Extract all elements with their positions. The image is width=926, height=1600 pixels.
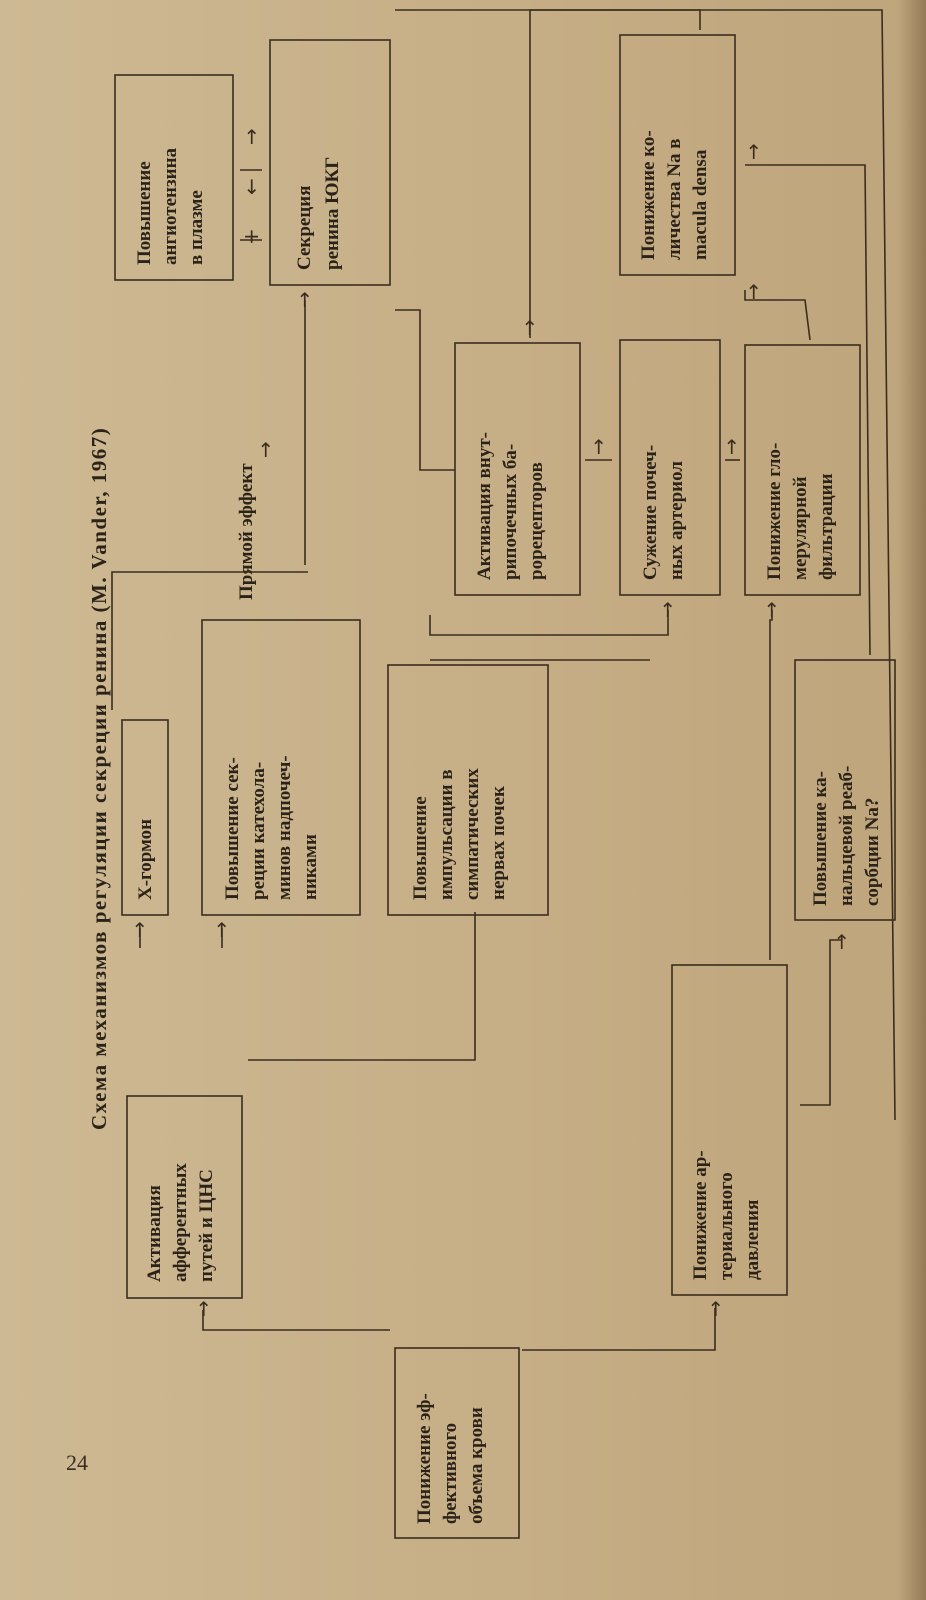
box-arterial-pressure-line-3: давления <box>742 1200 763 1280</box>
box-arterial-pressure-line-1: Понижение ар- <box>690 1150 711 1280</box>
box-na-reabsorption-line-1: Повышение ка- <box>810 771 831 906</box>
arrow-to-macula-2: → <box>741 283 765 300</box>
box-arterioles-line-1: Сужение почеч- <box>640 445 661 580</box>
line-volume-to-afferent <box>202 1310 390 1331</box>
box-afferent-line-2: афферентных <box>170 1163 191 1282</box>
box-blood-volume-line-2: фективного <box>440 1423 461 1524</box>
box-arterial-pressure: Понижение ар- териального давления <box>671 964 788 1296</box>
box-x-hormone: X-гормон <box>121 719 169 916</box>
line-baroreceptors-to-renin <box>395 309 455 471</box>
box-afferent: Активация афферентных путей и ЦНС <box>126 1095 243 1299</box>
box-angiotensin: Повышение ангиотензина в плазме <box>114 74 234 281</box>
box-arterioles: Сужение почеч- ных артериол <box>619 339 721 596</box>
box-baroreceptors-line-1: Активация внут- <box>474 432 495 580</box>
box-macula-densa-line-1: Понижение ко- <box>638 130 659 260</box>
box-blood-volume-line-3: объема крови <box>466 1407 487 1524</box>
connector-symbols: → → → → → → → → → → → → → → + ← → <box>127 128 853 1317</box>
arrow-to-pressure: → <box>703 1300 727 1317</box>
box-macula-densa-line-3: macula densa <box>690 149 711 260</box>
box-catecholamines-line-1: Повышение сек- <box>222 757 243 900</box>
arrow-pair-right: → <box>239 128 263 145</box>
line-reabsorption-to-macula <box>745 164 871 656</box>
box-na-reabsorption-line-3: сорбции Na? <box>862 798 883 906</box>
box-x-hormone-line-1: X-гормон <box>135 819 156 900</box>
box-angiotensin-line-1: Повышение <box>134 161 155 265</box>
box-angiotensin-line-2: ангиотензина <box>160 147 181 265</box>
line-pressure-feedback <box>529 9 896 1121</box>
plus-sign: + <box>239 228 263 245</box>
box-baroreceptors: Активация внут- рипочечных ба- рорецепто… <box>454 342 581 596</box>
box-catecholamines-line-3: минов надпочеч- <box>274 755 295 900</box>
box-arterial-pressure-line-2: териального <box>716 1172 737 1280</box>
arrow-to-glomerular: → <box>759 601 783 618</box>
line-catecholamines-to-arterioles <box>429 610 669 636</box>
line-macula-to-renin <box>395 9 701 30</box>
box-baroreceptors-line-3: рорецепторов <box>526 462 547 580</box>
box-sympathetic-line-3: симпатических <box>462 768 483 900</box>
box-glomerular-line-2: мерулярной <box>790 476 811 580</box>
box-glomerular: Понижение гло- мерулярной фильтрации <box>744 344 861 596</box>
arrow-arterioles-down: → <box>719 438 743 455</box>
box-glomerular-line-1: Понижение гло- <box>764 443 785 580</box>
box-sympathetic: Повышение импульсации в симпатических не… <box>387 664 549 916</box>
box-macula-densa: Понижение ко- личества Na в macula densa <box>619 34 736 276</box>
line-afferent-to-sympathetic <box>248 912 476 1061</box>
arrow-to-xhormone: → <box>127 921 151 938</box>
box-catecholamines-line-4: никами <box>300 834 321 900</box>
box-renin-line-1: Секреция <box>294 185 315 270</box>
arrow-to-renin: → <box>292 291 316 308</box>
line-volume-to-pressure <box>522 1308 716 1351</box>
box-blood-volume: Понижение эф- фективного объема крови <box>394 1347 520 1539</box>
arrow-direct-effect: → <box>253 441 277 458</box>
arrow-to-baroreceptors: → <box>517 319 541 336</box>
arrow-to-reabsorption: → <box>829 933 853 950</box>
box-renin-line-2: ренина ЮКГ <box>322 157 343 270</box>
box-angiotensin-line-3: в плазме <box>186 190 207 265</box>
direct-effect-label: Прямой эффект <box>236 463 257 600</box>
box-sympathetic-line-2: импульсации в <box>436 769 457 900</box>
arrow-to-macula-1: → <box>741 143 765 160</box>
box-renin: Секреция ренина ЮКГ <box>269 39 391 286</box>
box-catecholamines: Повышение сек- реции катехола- минов над… <box>201 619 361 916</box>
box-na-reabsorption: Повышение ка- нальцевой реаб- сорбции Na… <box>794 659 896 921</box>
line-pressure-to-glomerular <box>769 610 773 960</box>
line-glomerular-to-macula <box>744 290 811 341</box>
box-blood-volume-line-1: Понижение эф- <box>414 1393 435 1524</box>
arrow-to-catecholamines: → <box>209 921 233 938</box>
arrow-arterioles-up: → <box>586 438 610 455</box>
box-catecholamines-line-2: реции катехола- <box>248 762 269 900</box>
box-afferent-line-1: Активация <box>144 1185 165 1282</box>
line-pressure-to-reabsorption <box>800 939 842 1106</box>
box-glomerular-line-3: фильтрации <box>816 473 837 580</box>
diagram-title: Схема механизмов регуляции секреции рени… <box>87 427 111 1130</box>
arrow-pair-left: ← <box>239 178 263 195</box>
box-baroreceptors-line-2: рипочечных ба- <box>500 444 521 580</box>
box-sympathetic-line-1: Повышение <box>410 796 431 900</box>
box-sympathetic-line-4: нервах почек <box>488 786 509 900</box>
page-number: 24 <box>66 1450 88 1475</box>
box-macula-densa-line-2: личества Na в <box>664 139 685 261</box>
box-afferent-line-3: путей и ЦНС <box>196 1169 217 1282</box>
rotated-content: Схема механизмов регуляции секреции рени… <box>87 9 896 1539</box>
connector-lines <box>111 9 896 1351</box>
page-edge-shadow <box>898 0 926 1600</box>
arrow-to-arterioles: → <box>655 601 679 618</box>
arrow-to-afferent: → <box>191 1300 215 1317</box>
box-na-reabsorption-line-2: нальцевой реаб- <box>836 766 857 906</box>
line-xhormone-to-renin <box>111 571 308 710</box>
box-arterioles-line-2: ных артериол <box>666 461 687 580</box>
